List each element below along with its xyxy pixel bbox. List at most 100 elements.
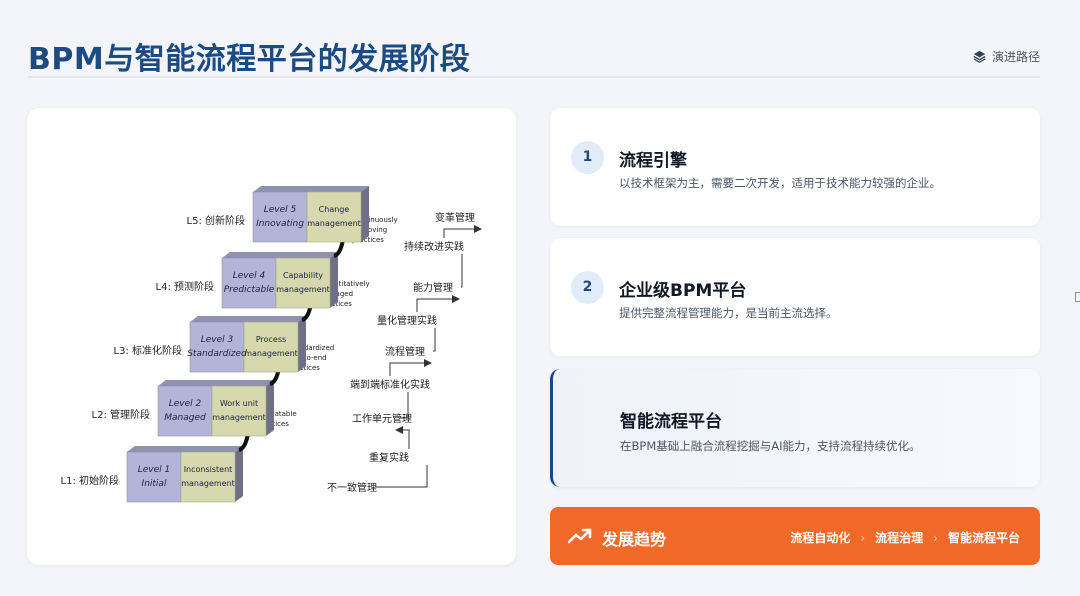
- stage-description: 提供完整流程管理能力，是当前主流选择。: [619, 306, 838, 320]
- practice-label: end-to-end: [288, 354, 327, 362]
- focus-label: Capability: [283, 271, 323, 280]
- level-label: Level 3: [201, 335, 234, 345]
- cn-management-label: 工作单元管理: [352, 412, 412, 425]
- level-name: Managed: [164, 413, 206, 423]
- level-name: Predictable: [224, 285, 275, 295]
- block-top: [190, 316, 306, 322]
- layers-icon: [973, 50, 986, 63]
- practice-label: Standardized: [288, 344, 334, 352]
- connector-arrow: [443, 225, 482, 238]
- practice-label: Quantitatively: [320, 280, 370, 288]
- connector-arrow: [416, 295, 460, 312]
- practice-label: Continuously: [352, 216, 398, 224]
- cn-management-label: 变革管理: [435, 211, 475, 224]
- focus-label: Change: [319, 205, 350, 214]
- level-label: Level 5: [264, 205, 297, 215]
- focus-label: management: [307, 219, 361, 228]
- practice-label: practices: [352, 236, 384, 244]
- block-side: [298, 316, 306, 372]
- evolution-path-tag[interactable]: 演进路径: [973, 48, 1040, 65]
- cn-practice-label: 端到端标准化实践: [350, 378, 430, 391]
- block-top: [127, 446, 243, 452]
- trend-step: 流程治理: [875, 531, 924, 545]
- level-face: [252, 191, 308, 243]
- connector-line: [461, 254, 463, 288]
- practice-label: practices: [320, 300, 352, 308]
- connector-arrow: [395, 426, 410, 449]
- connector-line: [375, 465, 428, 488]
- focus-label: management: [244, 349, 298, 358]
- stage-card-enterprise-bpm[interactable]: 2 企业级BPM平台 提供完整流程管理能力，是当前主流选择。: [550, 238, 1040, 356]
- level-name: Initial: [142, 479, 167, 489]
- stage-card-process-engine[interactable]: 1 流程引擎 以技术框架为主，需要二次开发，适用于技术能力较强的企业。: [550, 108, 1040, 226]
- level-face: [221, 257, 277, 309]
- trend-title: 发展趋势: [602, 530, 667, 549]
- cn-management-label: 能力管理: [413, 281, 453, 294]
- focus-label: management: [212, 413, 266, 422]
- focus-face: [180, 451, 236, 503]
- focus-label: management: [181, 479, 235, 488]
- cn-practice-label: 量化管理实践: [377, 314, 437, 327]
- stage-description: 在BPM基础上融合流程挖掘与AI能力，支持流程持续优化。: [620, 439, 921, 453]
- chevron-right-icon: ›: [933, 530, 938, 545]
- focus-label: Process: [256, 335, 286, 344]
- block-top: [158, 380, 274, 386]
- connector-line: [433, 328, 436, 352]
- stage-label: L1: 初始阶段: [61, 474, 119, 487]
- maturity-staircase-diagram: Level 1InitialInconsistentmanagementL1: …: [61, 186, 482, 503]
- trending-up-icon: [568, 528, 592, 544]
- stage-description: 以技术框架为主，需要二次开发，适用于技术能力较强的企业。: [619, 176, 941, 190]
- stage-label: L2: 管理阶段: [92, 408, 150, 421]
- stage-number-badge: 2: [571, 271, 604, 304]
- stage-number-badge: 1: [571, 141, 604, 174]
- cn-management-label: 流程管理: [385, 345, 425, 358]
- stage-title: 流程引擎: [619, 151, 687, 171]
- cn-practice-label: 持续改进实践: [404, 240, 464, 253]
- stage-title: 智能流程平台: [620, 412, 722, 432]
- focus-face: [275, 257, 331, 309]
- stage-card-intelligent-platform[interactable]: 智能流程平台 在BPM基础上融合流程挖掘与AI能力，支持流程持续优化。: [550, 369, 1040, 487]
- chevron-right-icon: ›: [860, 530, 866, 545]
- trend-step: 流程自动化: [790, 531, 851, 545]
- focus-face: [211, 385, 267, 437]
- focus-label: Work unit: [220, 399, 258, 408]
- block-side: [330, 252, 338, 308]
- stage-label: L5: 创新阶段: [187, 214, 245, 227]
- trend-bar: 发展趋势 流程自动化 › 流程治理 › 智能流程平台: [550, 507, 1040, 565]
- page-title: BPM与智能流程平台的发展阶段: [28, 42, 471, 77]
- stage-label: L4: 预测阶段: [156, 280, 214, 293]
- trend-steps: 流程自动化 › 流程治理 › 智能流程平台: [790, 529, 1020, 546]
- header: BPM与智能流程平台的发展阶段 演进路径: [28, 28, 1040, 78]
- block-side: [266, 380, 274, 436]
- level-face: [157, 385, 213, 437]
- trend-step: 智能流程平台: [947, 531, 1020, 545]
- focus-label: Inconsistent: [184, 465, 233, 474]
- level-label: Level 1: [138, 465, 171, 475]
- level-face: [189, 321, 245, 373]
- block-side: [361, 186, 369, 242]
- level-label: Level 4: [233, 271, 266, 281]
- focus-face: [306, 191, 362, 243]
- connector-line: [400, 392, 409, 419]
- cn-management-label: 不一致管理: [327, 481, 377, 494]
- block-top: [222, 252, 338, 258]
- cn-practice-label: 重复实践: [369, 451, 409, 464]
- block-side: [235, 446, 243, 502]
- stage-label: L3: 标准化阶段: [114, 344, 182, 357]
- focus-face: [243, 321, 299, 373]
- stage-title: 企业级BPM平台: [619, 281, 747, 301]
- evolution-path-label: 演进路径: [991, 50, 1040, 64]
- level-face: [126, 451, 182, 503]
- level-label: Level 2: [169, 399, 202, 409]
- focus-label: management: [276, 285, 330, 294]
- practice-label: improving: [352, 226, 387, 234]
- connector-arrow: [389, 359, 432, 376]
- level-name: Innovating: [256, 219, 304, 229]
- block-top: [253, 186, 369, 192]
- level-name: Standardized: [187, 349, 247, 359]
- bracket-icon: [1075, 292, 1080, 302]
- practice-label: practices: [288, 364, 320, 372]
- practice-label: Repeatable: [257, 410, 297, 418]
